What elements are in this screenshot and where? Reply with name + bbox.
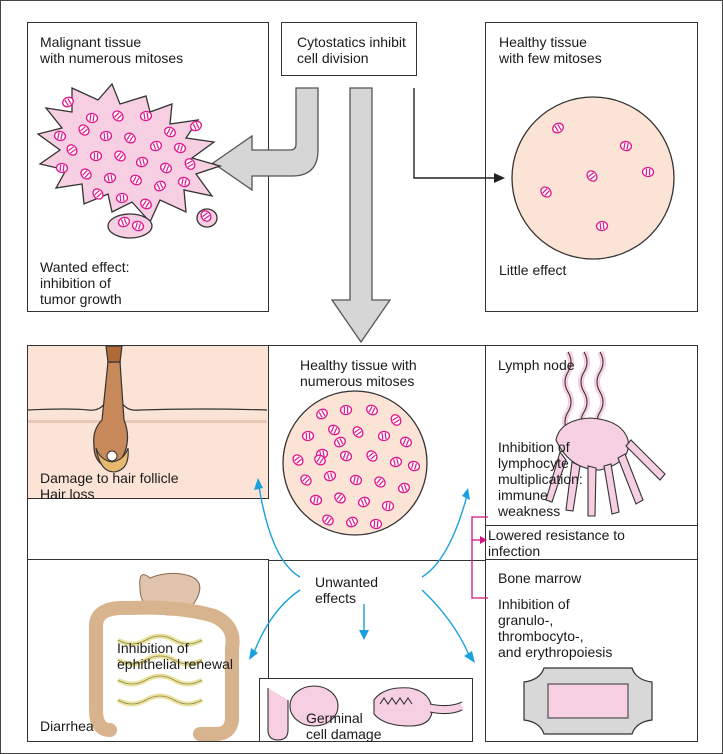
marrow-caption: Inhibition of granulo-, thrombocyto-, an… [498, 596, 612, 660]
resistance-bracket [472, 517, 488, 598]
mitosis-icon [90, 151, 101, 160]
mitosis-icon [116, 193, 128, 203]
hair-caption: Damage to hair follicle Hair loss [40, 470, 179, 502]
healthy-cell-numerous [283, 391, 427, 535]
arrow-to-healthy-few [414, 88, 496, 178]
arrow-down-to-healthy [332, 88, 390, 342]
lymph-caption: Inhibition of lymphocyte multiplication:… [498, 439, 583, 519]
mitosis-icon [378, 431, 390, 441]
healthy-numerous-title: Healthy tissue with numerous mitoses [300, 357, 417, 389]
intestine-caption: Inhibition of ephithelial renewal [117, 640, 233, 672]
mitosis-icon [596, 221, 608, 231]
resistance-caption: Lowered resistance to infection [488, 527, 625, 559]
unwanted-effects-label: Unwanted effects [315, 574, 378, 606]
wanted-effect-caption: Wanted effect: inhibition of tumor growt… [40, 259, 130, 307]
mitosis-icon [100, 131, 112, 141]
little-effect-caption: Little effect [499, 262, 566, 278]
mitosis-icon [642, 167, 653, 177]
tumor-fragment [108, 214, 152, 238]
marrow-title: Bone marrow [498, 570, 581, 586]
diarrhea-caption: Diarrhea [40, 718, 94, 734]
mitosis-icon [302, 431, 314, 441]
mitosis-icon [382, 501, 394, 511]
lymph-title: Lymph node [498, 357, 575, 373]
mitosis-icon [370, 519, 382, 529]
healthy-few-title: Healthy tissue with few mitoses [499, 34, 602, 66]
bone-marrow-illustration [524, 668, 652, 734]
mitosis-icon [86, 113, 98, 123]
hair-follicle-illustration [28, 346, 267, 472]
germinal-caption: Germinal cell damage [306, 710, 382, 742]
mitosis-icon [340, 405, 351, 414]
malignant-title: Malignant tissue with numerous mitoses [40, 34, 183, 66]
mitosis-icon [56, 163, 68, 173]
cytostatics-title: Cytostatics inhibit cell division [297, 34, 406, 66]
arrow-to-malignant [213, 88, 318, 190]
